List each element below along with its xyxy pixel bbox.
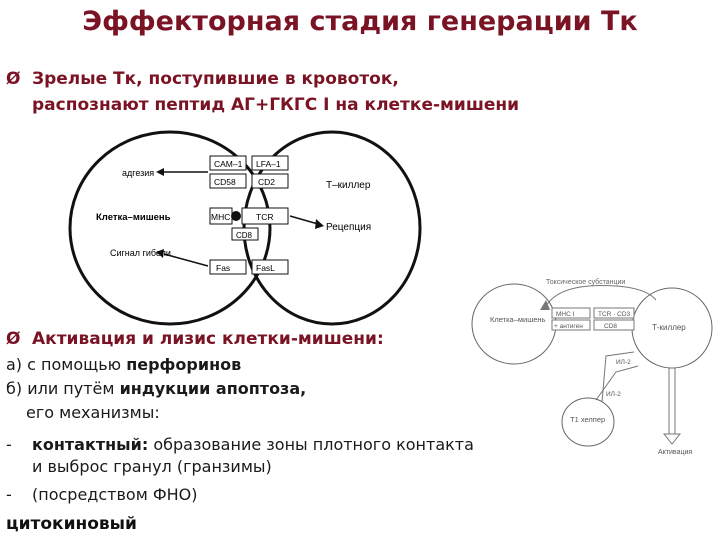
bullet-recognition: Ø Зрелые Тк, поступившие в кровоток, расп… [6, 66, 519, 118]
adhesion-label: адгезия [122, 168, 154, 178]
cd8-label: CD8 [236, 231, 253, 240]
line-a-prefix: а) с помощью [6, 355, 127, 374]
killer-label: Т–киллер [326, 180, 371, 191]
activation-diagram: Токсическое субстанции Клетка–мишень Т-к… [471, 278, 713, 456]
line-perforin: а) с помощью перфоринов [6, 354, 241, 376]
bullet-recognition-line2: распознают пептид АГ+ГКГС I на клетке-ми… [32, 95, 520, 115]
cd8-label-small: CD8 [604, 323, 617, 330]
contact-diagram: адгезия Клетка–мишень Сигнал гибели Т–ки… [68, 130, 422, 326]
line-contact: - контактный: образование зоны плотного к… [6, 434, 474, 456]
perforin-term: перфоринов [126, 355, 242, 374]
mhc-label: MHC [211, 212, 230, 222]
cd2-label: CD2 [258, 177, 275, 187]
tnf-text: (посредством ФНО) [32, 485, 198, 504]
target-cell-label: Клетка–мишень [96, 212, 171, 223]
line-granules: и выброс гранул (гранзимы) [32, 457, 272, 476]
lfa1-label: LFA–1 [256, 159, 281, 169]
bullet-activation-text: Активация и лизис клетки-мишени: [32, 329, 384, 349]
dash-marker: - [6, 485, 12, 504]
antigen-label: + антиген [554, 323, 583, 330]
target-cell-circle-small [471, 283, 557, 365]
line-mechanisms: его механизмы: [26, 403, 160, 422]
helper-circle [561, 397, 615, 447]
bullet-activation: Ø Активация и лизис клетки-мишени: [6, 326, 384, 352]
kill-signal-label: Сигнал гибели [110, 248, 171, 258]
line-b-prefix: б) или путём [6, 379, 120, 398]
cam1-label: CAM–1 [214, 159, 243, 169]
il2-top-label: ИЛ-2 [616, 359, 631, 366]
killer-label-small: Т-киллер [652, 323, 686, 332]
bullet-arrow-icon: Ø [6, 69, 21, 89]
contact-term: контактный: [32, 435, 149, 454]
reception-label: Рецепция [326, 222, 371, 233]
cd58-label: CD58 [214, 177, 236, 187]
line-tnf: - (посредством ФНО) [6, 484, 197, 506]
dash-marker: - [6, 435, 12, 454]
tcr-label: TCR [256, 212, 273, 222]
mhc1-label: MHC I [556, 311, 575, 318]
bullet-arrow-icon: Ø [6, 329, 21, 349]
helper-label: Т1 хелпер [570, 415, 605, 424]
apoptosis-term: индукции апоптоза, [119, 379, 307, 398]
contact-text: образование зоны плотного контакта [148, 435, 474, 454]
page-title: Эффекторная стадия генерации Тк [82, 6, 638, 37]
cytokine-term: цитокиновый [6, 514, 137, 534]
tcr-cd3-label: TCR · CD3 [598, 311, 631, 318]
fas-label: Fas [216, 263, 230, 273]
toxic-substances-label: Токсическое субстанции [546, 278, 625, 286]
target-cell-circle [68, 130, 272, 326]
fasl-label: FasL [256, 263, 275, 273]
il2-bottom-label: ИЛ-2 [606, 391, 621, 398]
line-apoptosis: б) или путём индукции апоптоза, [6, 378, 306, 400]
bullet-recognition-line1: Зрелые Тк, поступившие в кровоток, [32, 69, 399, 89]
activation-label: Активация [658, 449, 692, 456]
target-cell-label-small: Клетка–мишень [490, 315, 546, 324]
